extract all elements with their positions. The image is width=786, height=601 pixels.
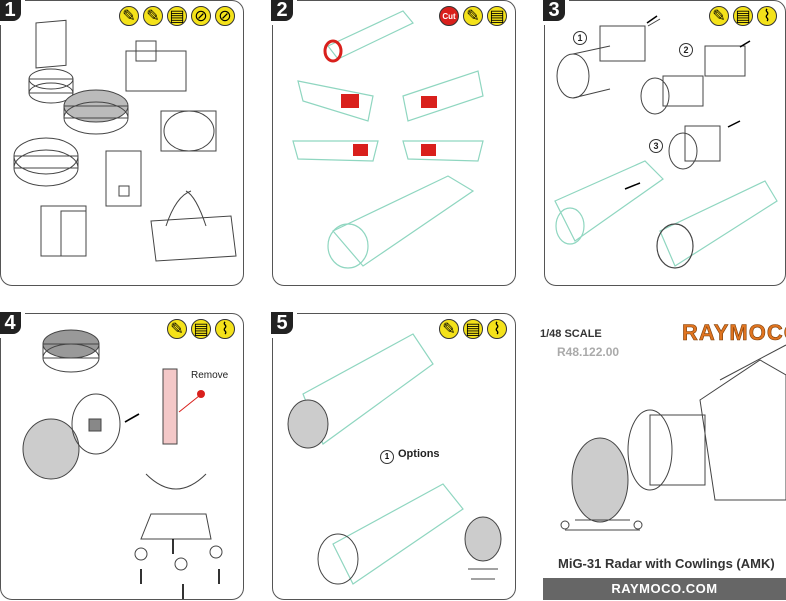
no-glue-icon: ⊘ [191,6,211,26]
file-icon: ▤ [167,6,187,26]
option-marker: 1 [380,450,394,464]
knife-icon: ✎ [119,6,139,26]
tool-icons: Cut ✎ ▤ [439,6,507,26]
step-number: 1 [0,0,25,25]
step-number: 3 [543,0,569,25]
step-4-illustration [22,329,223,599]
product-code: R48.122.00 [557,345,620,359]
remove-label: Remove [191,370,229,381]
callout-1: 1 [573,31,587,45]
knife-icon: ✎ [463,6,483,26]
step-number: 4 [0,312,25,338]
tool-icons: ✎ ▤ ⌇ [439,319,507,339]
tool-icons: ✎ ✎ ▤ ⊘ ⊘ [119,6,235,26]
knife-icon: ✎ [709,6,729,26]
options-label: Options [398,448,440,460]
website-link[interactable]: RAYMOCO.COM [543,578,786,600]
step-1-illustration [13,19,237,262]
file-icon: ▤ [733,6,753,26]
knife-icon: ✎ [167,319,187,339]
step-5-illustration [287,333,502,585]
callout-2: 2 [679,43,693,57]
step-3-illustration [554,15,778,269]
step-1-panel: 1 ✎ ✎ ▤ ⊘ ⊘ [0,0,244,286]
step-4-panel: 4 ✎ ▤ ⌇ Remove [0,312,244,600]
glue-icon: ⌇ [757,6,777,26]
glue-icon: ⌇ [215,319,235,339]
tool-icons: ✎ ▤ ⌇ [709,6,777,26]
step-2-panel: 2 Cut ✎ ▤ [271,0,516,286]
tool-icons: ✎ ▤ ⌇ [167,319,235,339]
step-3-panel: 3 ✎ ▤ ⌇ 1 2 3 [543,0,786,286]
no-cutter-icon: ⊘ [215,6,235,26]
step-5-panel: 5 ✎ ▤ ⌇ 1 Options [271,312,516,600]
step-number: 5 [271,312,297,338]
scale-label: 1/48 SCALE [540,328,602,340]
product-title: MiG-31 Radar with Cowlings (AMK) [558,556,775,571]
step-2-illustration [292,10,484,269]
callout-3: 3 [649,139,663,153]
file-icon: ▤ [487,6,507,26]
glue-icon: ⌇ [487,319,507,339]
step-number: 2 [271,0,297,25]
brand-logo: RAYMOCO [682,320,786,346]
knife-icon: ✎ [439,319,459,339]
cut-badge: Cut [439,6,459,26]
file-icon: ▤ [191,319,211,339]
file-icon: ▤ [463,319,483,339]
knife-icon: ✎ [143,6,163,26]
